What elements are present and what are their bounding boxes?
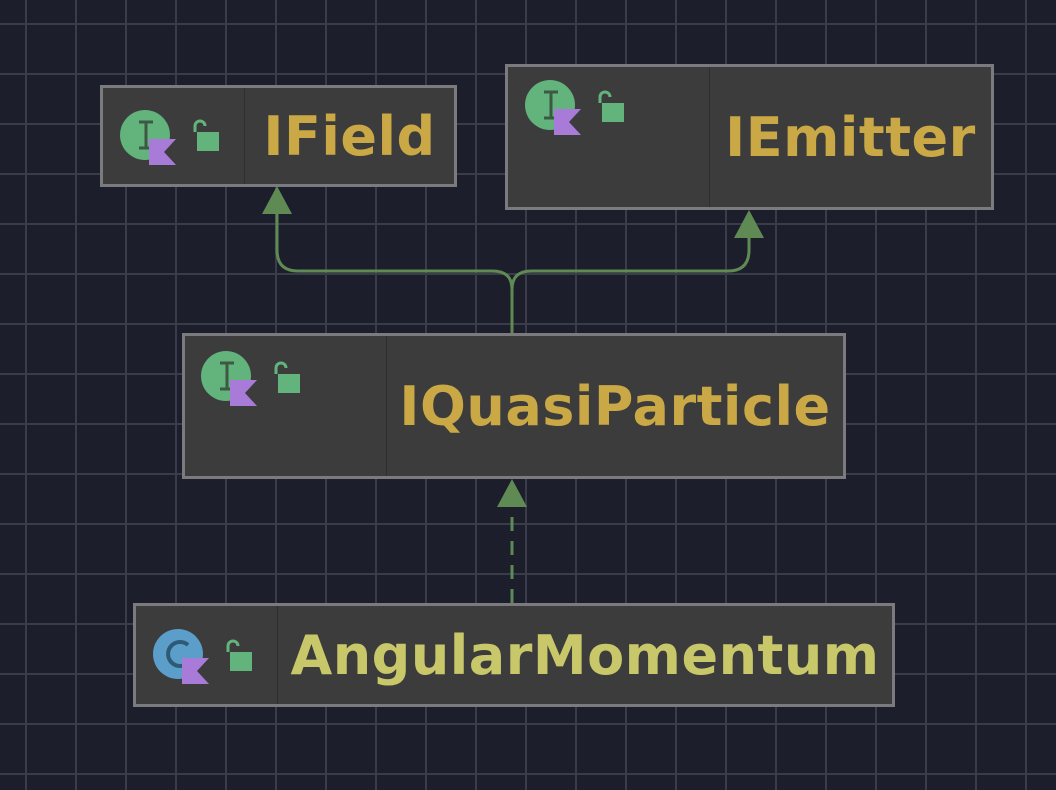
arrowhead-iemitter (734, 210, 764, 238)
node-ifield[interactable]: IField (100, 85, 457, 187)
unlock-icon (193, 119, 219, 151)
class-icon (153, 629, 209, 684)
node-name-iemitter: IEmitter (725, 105, 976, 169)
node-name-iquasiparticle: IQuasiParticle (399, 374, 831, 438)
node-icon-area (136, 606, 278, 704)
node-icon-area (103, 88, 245, 184)
node-name-angularmomentum: AngularMomentum (290, 623, 880, 687)
arrowhead-iquasiparticle (497, 479, 527, 507)
node-iemitter[interactable]: IEmitter (505, 64, 994, 210)
edge-iquasiparticle-to-iemitter (510, 234, 751, 291)
interface-icon (120, 110, 176, 165)
node-name-area: AngularMomentum (278, 606, 892, 704)
unlock-icon (226, 639, 252, 671)
unlock-icon (274, 361, 300, 393)
node-name-area: IField (245, 88, 454, 184)
node-angularmomentum[interactable]: AngularMomentum (133, 603, 895, 707)
node-name-area: IEmitter (710, 67, 991, 207)
interface-icon (525, 80, 581, 135)
unlock-icon (598, 90, 624, 122)
node-name-area: IQuasiParticle (387, 336, 843, 476)
node-name-ifield: IField (263, 104, 436, 168)
node-icon-area (508, 67, 710, 207)
edge-iquasiparticle-to-ifield (275, 210, 514, 335)
node-icon-area (185, 336, 387, 476)
interface-icon (201, 351, 257, 406)
arrowhead-ifield (262, 186, 292, 214)
node-iquasiparticle[interactable]: IQuasiParticle (182, 333, 846, 479)
